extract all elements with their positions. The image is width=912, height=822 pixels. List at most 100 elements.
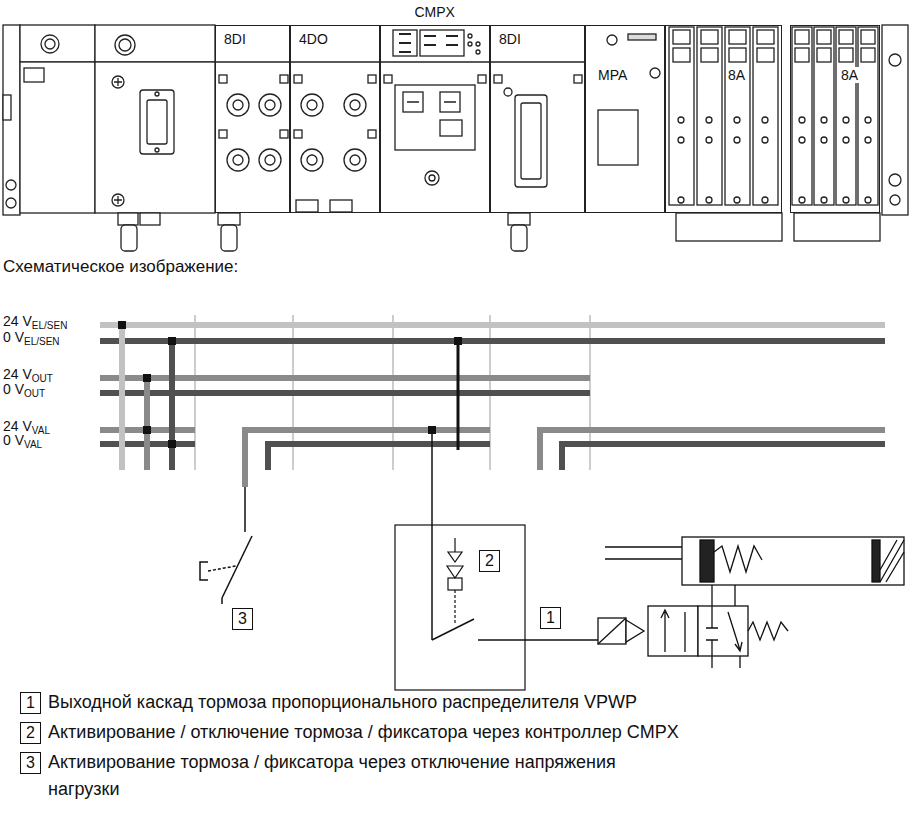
terminal-illustration-part <box>762 137 768 143</box>
terminal-illustration-part <box>515 95 547 187</box>
terminal-illustration-part <box>890 195 900 205</box>
terminal-illustration-part <box>425 171 439 185</box>
callout-number: 1 <box>540 607 561 629</box>
module-label: 8DI <box>497 31 523 47</box>
valve-symbol-part <box>748 622 788 640</box>
terminal-illustration-part <box>650 68 660 78</box>
terminal-illustration-part <box>858 27 878 205</box>
terminal-illustration-part <box>468 42 472 46</box>
terminal-illustration-part <box>521 103 541 179</box>
terminal-illustration-part <box>440 120 462 136</box>
terminal-illustration-part <box>794 213 880 241</box>
terminal-illustration-part <box>233 155 243 165</box>
voltage-name: 0 V <box>3 381 24 397</box>
callout-number: 2 <box>479 550 500 572</box>
terminal-illustration-part <box>882 25 908 215</box>
terminal-illustration-part <box>301 94 323 116</box>
terminal-illustration-part <box>265 100 275 110</box>
supply-rails-part <box>245 430 490 487</box>
terminal-illustration-part <box>280 130 288 138</box>
terminal-illustration-part <box>468 34 472 38</box>
valve-symbol-part <box>728 612 742 651</box>
rail-label: 0 VOUT <box>3 380 45 403</box>
rail-subscript: EL/SEN <box>24 336 60 347</box>
terminal-illustration <box>3 25 908 251</box>
legend-text: Выходной каскад тормоза пропорциональног… <box>48 689 637 716</box>
junction-dots-part <box>143 374 151 382</box>
voltage-name: 0 V <box>3 329 24 345</box>
terminal-illustration-part <box>799 197 805 203</box>
cylinder-symbol <box>605 537 904 585</box>
valve-symbol-part <box>626 620 644 642</box>
terminal-illustration-part <box>697 27 722 205</box>
terminal-illustration-part <box>294 130 302 138</box>
terminal-illustration-part <box>725 27 750 205</box>
valve-symbol-part <box>661 610 669 652</box>
terminal-illustration-part <box>490 61 585 62</box>
terminal-illustration-part <box>508 213 530 225</box>
valve-symbol-part <box>698 606 748 656</box>
terminal-illustration-part <box>734 137 740 143</box>
junction-dots-part <box>118 321 126 329</box>
rail-subscript: VAL <box>24 439 42 450</box>
valve-symbol-part <box>712 656 740 668</box>
terminal-illustration-part <box>301 149 323 171</box>
terminal-illustration-part <box>429 175 435 181</box>
rail-subscript: OUT <box>32 373 53 384</box>
terminal-illustration-part <box>843 117 849 123</box>
terminal-illustration-part <box>734 197 740 203</box>
cylinder-symbol-part <box>714 546 762 572</box>
cylinder-symbol-part <box>880 540 904 582</box>
valve-symbol-part <box>648 606 698 656</box>
terminal-module: 8A <box>665 25 782 213</box>
legend-text: Активирование / отключение тормоза / фик… <box>48 719 679 746</box>
terminal-illustration-part <box>753 27 778 205</box>
terminal-illustration-part <box>3 95 11 120</box>
terminal-illustration-part <box>762 117 768 123</box>
controller-box-part <box>432 619 474 640</box>
terminal-illustration-part <box>628 34 656 40</box>
terminal-illustration-part <box>889 54 901 66</box>
terminal-illustration-part <box>865 197 871 203</box>
junction-dots-part <box>454 337 462 345</box>
terminal-illustration-part <box>227 149 249 171</box>
terminal-illustration-part <box>861 48 875 62</box>
load-switch-part <box>208 566 236 571</box>
terminal-module: 8A <box>790 25 880 213</box>
terminal-illustration-part <box>678 137 684 143</box>
supply-rails-part <box>540 430 885 470</box>
terminal-illustration-part <box>344 94 366 116</box>
callout-number: 3 <box>20 752 41 774</box>
terminal-illustration-part <box>20 62 95 213</box>
terminal-illustration-part <box>673 30 690 44</box>
junction-dots-part <box>143 426 151 434</box>
terminal-illustration-part <box>865 117 871 123</box>
terminal-illustration-part <box>836 27 856 205</box>
terminal-illustration-part <box>795 30 809 44</box>
terminal-illustration-part <box>330 200 352 212</box>
terminal-illustration-part <box>384 75 392 83</box>
load-switch-part <box>221 598 223 604</box>
supply-rails-part <box>100 322 885 328</box>
terminal-illustration-part <box>494 75 502 83</box>
load-switch-part <box>200 562 208 580</box>
terminal-illustration-part <box>114 196 122 204</box>
controller-box-part <box>454 538 455 552</box>
terminal-illustration-part <box>350 155 360 165</box>
valve-symbol-part <box>598 618 626 644</box>
valve-symbol-part <box>712 585 735 606</box>
module-label: 8DI <box>222 31 248 47</box>
terminal-illustration-part <box>155 148 159 152</box>
load-switch-part <box>244 487 246 532</box>
terminal-illustration-part <box>799 117 805 123</box>
terminal-illustration-part <box>607 35 617 45</box>
terminal-illustration-part <box>95 25 215 62</box>
terminal-illustration-part <box>420 30 464 56</box>
terminal-illustration-part <box>221 225 237 251</box>
terminal-module: 8DI <box>490 25 585 213</box>
terminal-illustration-part <box>24 68 44 82</box>
terminal-illustration-part <box>280 75 288 83</box>
terminal-illustration-part <box>259 94 281 116</box>
supply-rails-part <box>119 325 125 470</box>
